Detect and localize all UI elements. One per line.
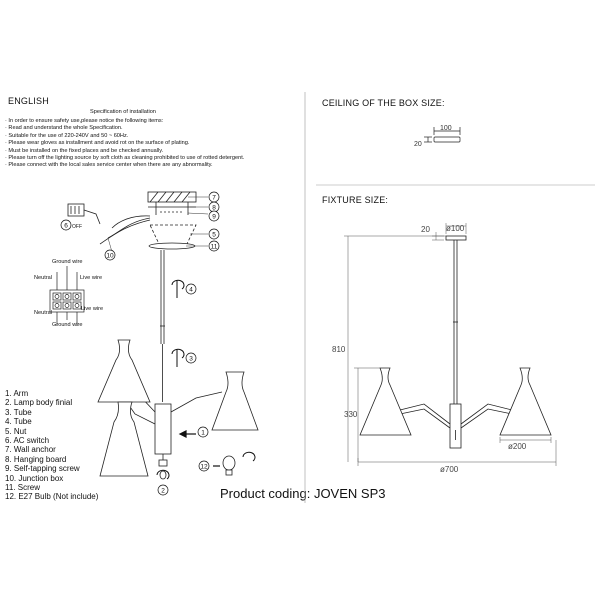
- callout-6: 6: [64, 223, 68, 230]
- parts-list: 1. Arm 2. Lamp body finial 3. Tube 4. Tu…: [5, 389, 98, 502]
- dim-total-height: 810: [332, 345, 346, 354]
- live-wire-bottom-label: Live wire: [81, 306, 103, 312]
- instruction-line: · Please turn off the lighting source by…: [5, 155, 245, 162]
- instruction-line: · Must be installed on the fixed places …: [5, 147, 164, 154]
- box-drawing: [424, 127, 461, 143]
- fixture-drawing: [359, 235, 552, 449]
- rotation-arrows: [156, 279, 256, 480]
- callout-leaders: [107, 196, 209, 253]
- part-item: 12. E27 Bulb (Not include): [5, 492, 98, 501]
- dim-shade-diameter: ø200: [508, 442, 527, 451]
- callout-10: 10: [106, 253, 114, 260]
- part-item: 9. Self-tapping screw: [5, 464, 80, 474]
- wiring-labels: Ground wire Neutral Live wire Neutral Li…: [34, 259, 103, 328]
- instruction-line: · Read and understand the whole Specific…: [5, 125, 123, 132]
- part-item: 7. Wall anchor: [5, 445, 56, 455]
- english-heading: ENGLISH: [8, 96, 49, 106]
- callout-11: 11: [211, 244, 218, 251]
- pointer-arrows: [178, 430, 220, 467]
- part-item: 4. Tube: [5, 417, 32, 427]
- ground-wire-top-label: Ground wire: [52, 259, 82, 265]
- callout-9: 9: [212, 214, 216, 221]
- product-coding: Product coding: JOVEN SP3: [220, 486, 386, 501]
- part-item: 11. Screw: [5, 483, 40, 493]
- part-item: 10. Junction box: [5, 473, 64, 483]
- callout-numbers: 7 8 9 5 11 10 6 4 3 1 2 12: [64, 195, 218, 495]
- neutral-bottom-label: Neutral: [34, 310, 52, 316]
- callout-1: 1: [201, 430, 205, 437]
- instruction-line: · Please connect with the local sales se…: [5, 162, 213, 169]
- dim-span: ø700: [440, 465, 459, 474]
- box-width-dim: 100: [440, 125, 452, 132]
- part-item: 1. Arm: [5, 389, 29, 398]
- callout-5: 5: [212, 232, 216, 239]
- dim-canopy-diameter: ø100: [446, 224, 465, 233]
- spec-title: Specification of installation: [90, 109, 156, 115]
- instruction-line: · Suitable for the use of 220-240V and 5…: [5, 132, 129, 139]
- fixture-size-heading: FIXTURE SIZE:: [322, 195, 389, 205]
- wiring-diagram: [49, 266, 85, 326]
- ground-wire-bottom-label: Ground wire: [52, 322, 82, 328]
- bulb-note: (Not include): [53, 492, 99, 502]
- fixture-dimension-lines: [344, 223, 557, 466]
- callout-12: 12: [200, 464, 208, 471]
- instructions-list: · In order to ensure safety use,please n…: [5, 118, 244, 170]
- callout-7: 7: [212, 195, 216, 202]
- part-item: 8. Hanging board: [5, 454, 67, 464]
- instruction-line: · Please wear gloves as installment and …: [5, 140, 190, 147]
- neutral-top-label: Neutral: [34, 275, 52, 281]
- installation-drawing: [67, 191, 259, 480]
- live-wire-top-label: Live wire: [80, 275, 102, 281]
- part-item: 6. AC switch: [5, 436, 50, 446]
- callout-8: 8: [212, 205, 216, 212]
- callout-4: 4: [189, 287, 193, 294]
- dim-canopy-height: 20: [421, 225, 430, 234]
- part-item: 3. Tube: [5, 407, 32, 417]
- instruction-line: · In order to ensure safety use,please n…: [5, 118, 164, 124]
- part-item-label: 12. E27 Bulb: [5, 492, 51, 502]
- dim-shade-height: 330: [344, 410, 358, 419]
- part-item: 2. Lamp body finial: [5, 398, 73, 408]
- switch-off-label: OFF: [72, 224, 82, 230]
- callout-3: 3: [189, 356, 193, 363]
- box-size-heading: CEILING OF THE BOX SIZE:: [322, 98, 445, 108]
- callout-circles: [60, 191, 220, 496]
- box-height-dim: 20: [414, 141, 422, 148]
- part-item: 5. Nut: [5, 426, 27, 436]
- callout-2: 2: [161, 488, 165, 495]
